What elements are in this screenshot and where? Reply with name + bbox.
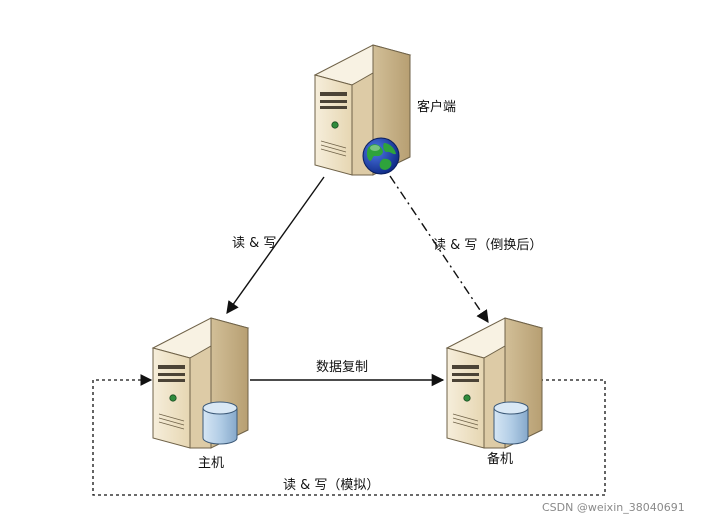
client-label: 客户端	[417, 100, 457, 115]
database-icon	[493, 401, 529, 445]
primary-label: 主机	[198, 456, 225, 471]
edge-label-simulated: 读 & 写（模拟）	[283, 478, 380, 493]
edge-label-client-to-primary: 读 & 写	[232, 236, 277, 251]
globe-icon	[362, 137, 400, 175]
database-icon	[202, 401, 238, 445]
edge-label-replication: 数据复制	[316, 360, 369, 375]
standby-label: 备机	[487, 452, 514, 467]
edge-client-to-standby	[389, 175, 489, 324]
standby-server	[445, 317, 544, 449]
watermark: CSDN @weixin_38040691	[542, 501, 685, 514]
edge-label-client-to-standby: 读 & 写（倒换后）	[433, 238, 543, 253]
edge-simulated	[92, 374, 606, 496]
edge-client-to-primary	[226, 176, 325, 315]
